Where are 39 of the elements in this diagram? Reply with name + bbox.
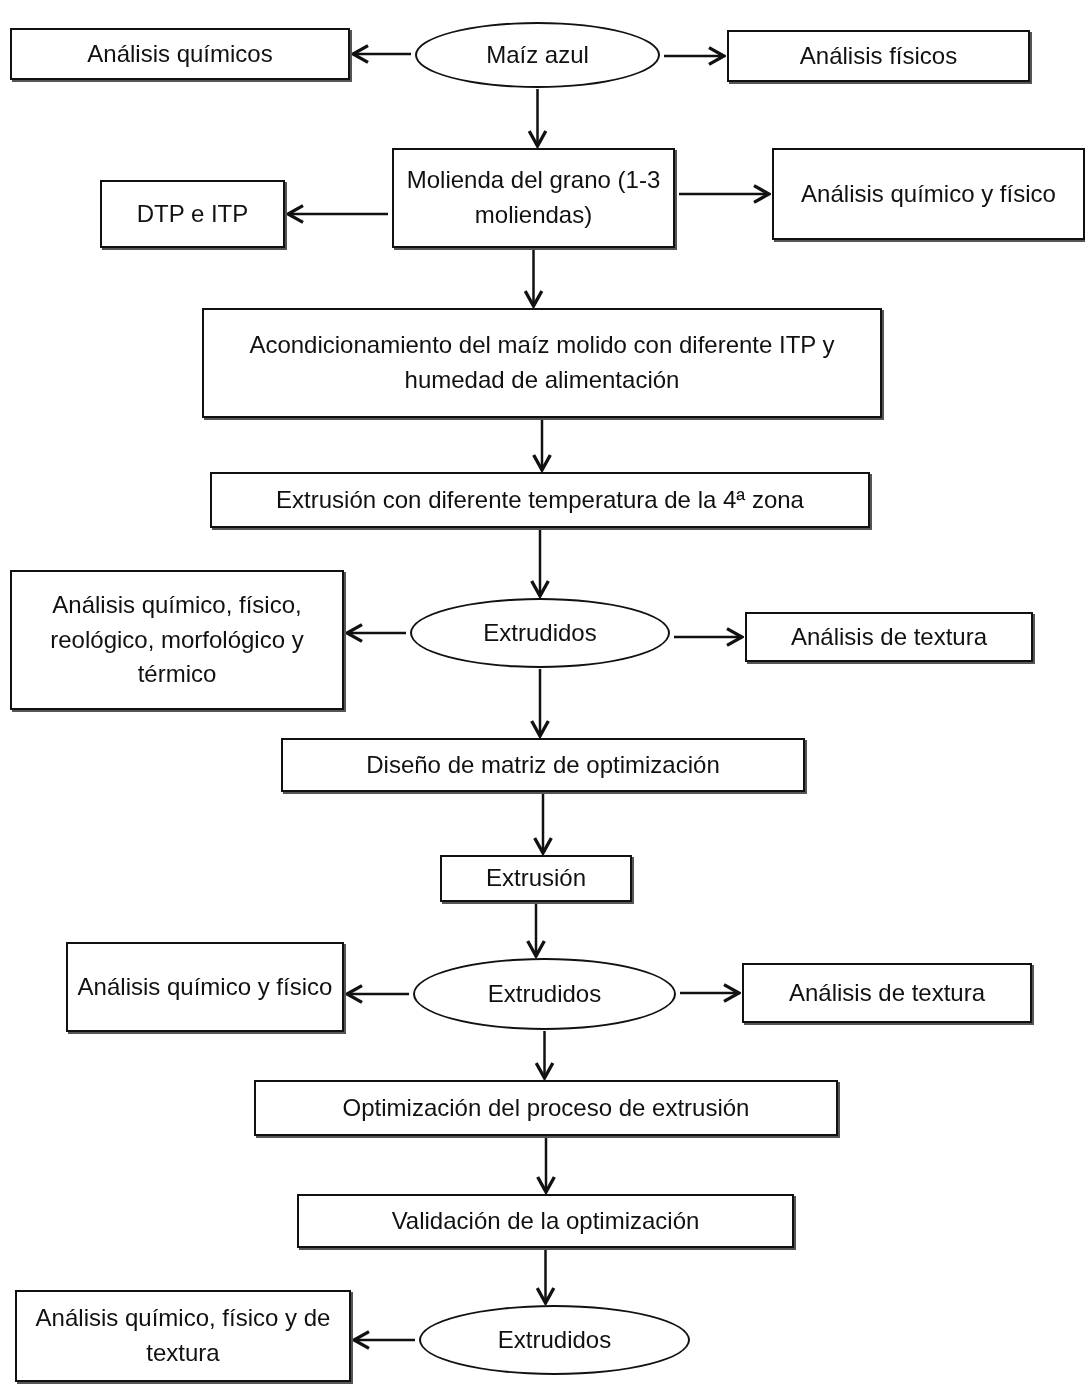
arrow: [345, 623, 406, 643]
ellipse-node: Extrudidos: [413, 958, 676, 1030]
arrow: [523, 249, 544, 308]
arrow: [345, 984, 409, 1004]
process-box: DTP e ITP: [100, 180, 285, 248]
arrow: [286, 204, 388, 224]
process-box: Molienda del grano (1-3 moliendas): [392, 148, 675, 248]
arrow: [534, 1031, 555, 1080]
process-box: Optimización del proceso de extrusión: [254, 1080, 838, 1136]
arrow: [351, 44, 411, 64]
process-box: Análisis químico y físico: [772, 148, 1085, 240]
arrow: [680, 983, 741, 1003]
process-box: Análisis de textura: [745, 612, 1033, 662]
process-box: Extrusión con diferente temperatura de la 4ª zona: [210, 472, 870, 528]
arrow: [532, 419, 552, 472]
arrow: [533, 793, 553, 855]
arrow: [527, 89, 548, 148]
arrow: [352, 1330, 415, 1350]
process-box: Validación de la optimización: [297, 1194, 794, 1248]
arrow: [679, 184, 771, 204]
process-box: Diseño de matriz de optimización: [281, 738, 805, 792]
ellipse-node: Maíz azul: [415, 22, 660, 88]
process-box: Extrusión: [440, 855, 632, 902]
arrow: [530, 529, 550, 598]
arrow: [674, 627, 744, 647]
process-box: Acondicionamiento del maíz molido con diferente ITP y humedad de alimentación: [202, 308, 882, 418]
ellipse-node: Extrudidos: [410, 598, 670, 668]
process-box: Análisis físicos: [727, 30, 1030, 82]
process-box: Análisis químico, físico y de textura: [15, 1290, 351, 1382]
arrow: [664, 46, 726, 66]
process-box: Análisis químico, físico, reológico, morfológico y térmico: [10, 570, 344, 710]
ellipse-node: Extrudidos: [419, 1305, 690, 1375]
arrow: [526, 903, 546, 958]
process-box: Análisis de textura: [742, 963, 1032, 1023]
arrow: [536, 1137, 556, 1194]
arrow: [530, 669, 550, 738]
process-box: Análisis químico y físico: [66, 942, 344, 1032]
arrow: [535, 1249, 556, 1305]
process-box: Análisis químicos: [10, 28, 350, 80]
